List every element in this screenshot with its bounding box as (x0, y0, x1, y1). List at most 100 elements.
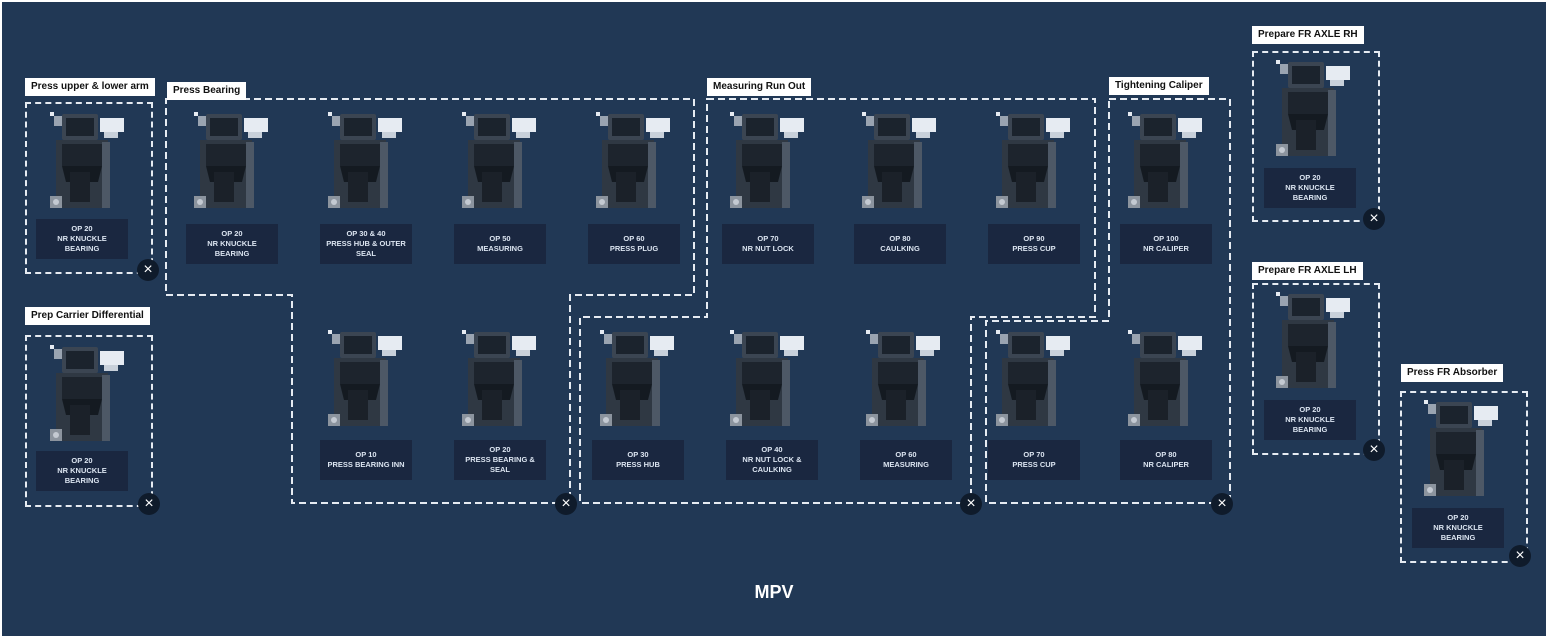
station-caption-line: BEARING (214, 249, 250, 258)
station-caption-line: SEAL (355, 249, 376, 258)
station-caption-line: OP 30 & 40 (346, 229, 386, 238)
station-caption-line: PRESS BEARING & (465, 455, 535, 464)
group-label-measuring-run-out: Measuring Run Out (707, 78, 812, 96)
group-label-prep-carrier-differential: Prep Carrier Differential (25, 307, 150, 325)
close-icon[interactable]: × (1363, 208, 1385, 230)
machine-station-icon[interactable] (1116, 112, 1212, 218)
station-caption-line: OP 20 (71, 456, 93, 465)
station-caption-line: OP 40 (761, 445, 783, 454)
machine-station-icon[interactable] (38, 345, 134, 451)
station-caption-line: NR NUT LOCK & (742, 455, 802, 464)
machine-station-icon[interactable] (1116, 330, 1212, 436)
group-outline-prepare-fr-axle-lh (1252, 283, 1380, 455)
close-icon[interactable]: × (555, 493, 577, 515)
machine-station-icon[interactable] (984, 112, 1080, 218)
station-caption-line: PRESS CUP (1012, 244, 1056, 253)
group-label-prepare-fr-axle-lh: Prepare FR AXLE LH (1252, 262, 1363, 280)
close-icon[interactable]: × (1211, 493, 1233, 515)
group-outline-prepare-fr-axle-rh (1252, 51, 1380, 222)
station-caption-line: PRESS HUB & OUTER (326, 239, 406, 248)
station-caption-line: NR KNUCKLE (1433, 523, 1483, 532)
station-caption-line: OP 20 (71, 224, 93, 233)
station-caption-line: BEARING (64, 244, 100, 253)
station-caption-line: OP 20 (489, 445, 511, 454)
machine-station-icon[interactable] (450, 112, 546, 218)
machine-station-icon[interactable] (718, 112, 814, 218)
station-caption-line: CAULKING (880, 244, 920, 253)
machine-station-icon[interactable] (450, 330, 546, 436)
station-caption-line: SEAL (489, 465, 510, 474)
station-caption-line: BEARING (64, 476, 100, 485)
station-caption-line: OP 50 (489, 234, 511, 243)
close-icon[interactable]: × (137, 259, 159, 281)
close-icon[interactable]: × (960, 493, 982, 515)
station-caption-line: NR KNUCKLE (1285, 415, 1335, 424)
station-caption-line: NR NUT LOCK (742, 244, 794, 253)
station-caption-line: OP 70 (1023, 450, 1045, 459)
machine-station-icon[interactable] (588, 330, 684, 436)
group-label-tightening-caliper: Tightening Caliper (1109, 77, 1209, 95)
station-caption-line: NR KNUCKLE (57, 466, 107, 475)
group-label-press-fr-absorber: Press FR Absorber (1401, 364, 1504, 382)
station-caption-line: OP 80 (889, 234, 911, 243)
station-caption-line: CAULKING (752, 465, 792, 474)
close-icon[interactable]: × (138, 493, 160, 515)
machine-station-icon[interactable] (854, 330, 950, 436)
machine-station-icon[interactable] (718, 330, 814, 436)
machine-station-icon[interactable] (984, 330, 1080, 436)
station-caption-line: NR KNUCKLE (57, 234, 107, 243)
station-caption-line: BEARING (1292, 425, 1328, 434)
station-caption-line: OP 20 (221, 229, 243, 238)
station-caption-line: NR CALIPER (1143, 460, 1189, 469)
station-caption-line: OP 80 (1155, 450, 1177, 459)
station-caption-line: OP 90 (1023, 234, 1045, 243)
machine-station-icon[interactable] (316, 112, 412, 218)
station-caption-line: NR CALIPER (1143, 244, 1189, 253)
machine-station-icon[interactable] (38, 112, 134, 218)
station-caption-line: OP 20 (1299, 405, 1321, 414)
station-caption-line: OP 60 (623, 234, 645, 243)
group-outline-press-upper-lower-arm (25, 102, 153, 274)
machine-station-icon[interactable] (850, 112, 946, 218)
station-caption-line: MEASURING (477, 244, 523, 253)
station-caption-line: OP 70 (757, 234, 779, 243)
station-caption-line: PRESS CUP (1012, 460, 1056, 469)
machine-station-icon[interactable] (182, 112, 278, 218)
station-caption-line: NR KNUCKLE (1285, 183, 1335, 192)
machine-station-icon[interactable] (316, 330, 412, 436)
machine-station-icon[interactable] (1412, 400, 1508, 506)
station-caption-line: PRESS PLUG (609, 244, 659, 253)
machine-station-icon[interactable] (584, 112, 680, 218)
station-caption-line: PRESS HUB (616, 460, 660, 469)
station-caption-line: OP 30 (627, 450, 649, 459)
machine-station-icon[interactable] (1264, 60, 1360, 166)
station-caption-line: BEARING (1292, 193, 1328, 202)
station-caption-line: OP 20 (1299, 173, 1321, 182)
close-icon[interactable]: × (1509, 545, 1531, 567)
station-caption-line: OP 20 (1447, 513, 1469, 522)
close-icon[interactable]: × (1363, 439, 1385, 461)
station-caption-line: BEARING (1440, 533, 1476, 542)
group-label-prepare-fr-axle-rh: Prepare FR AXLE RH (1252, 26, 1364, 44)
page-title: MPV (754, 582, 794, 602)
station-caption-line: NR KNUCKLE (207, 239, 257, 248)
machine-station-icon[interactable] (1264, 292, 1360, 398)
